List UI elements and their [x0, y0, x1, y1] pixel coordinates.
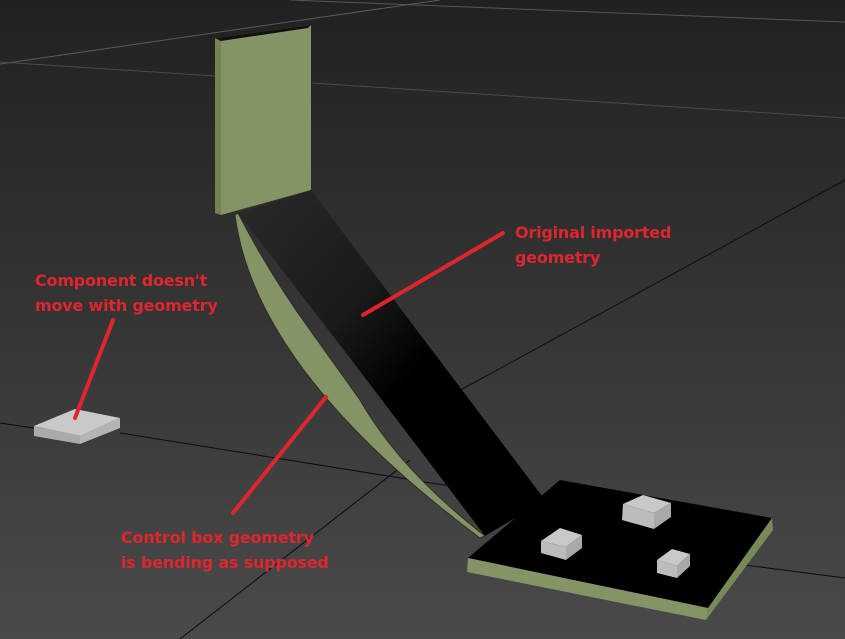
control-box-top-segment[interactable] — [215, 25, 311, 215]
annotation-component: Component doesn't move with geometry — [35, 268, 218, 318]
leader-line-control-box — [231, 395, 328, 515]
board-component-1[interactable] — [622, 495, 671, 529]
annotation-line: is bending as supposed — [121, 553, 329, 572]
control-box-bent-segment[interactable] — [234, 212, 486, 539]
board-component-3[interactable] — [657, 549, 690, 578]
annotation-line: geometry — [515, 248, 601, 267]
detached-component[interactable] — [34, 409, 120, 444]
annotation-line: Original imported — [515, 223, 672, 242]
annotation-line: Control box geometry — [121, 528, 314, 547]
annotation-control-box: Control box geometry is bending as suppo… — [121, 525, 329, 575]
board-component-2[interactable] — [541, 528, 582, 560]
leader-line-component — [73, 318, 115, 420]
annotation-original-geometry: Original imported geometry — [515, 220, 671, 270]
annotation-line: Component doesn't — [35, 271, 208, 290]
original-geometry-strip[interactable] — [238, 190, 545, 536]
pcb-board[interactable] — [467, 480, 773, 620]
annotation-line: move with geometry — [35, 296, 218, 315]
leader-line-original — [361, 231, 505, 317]
